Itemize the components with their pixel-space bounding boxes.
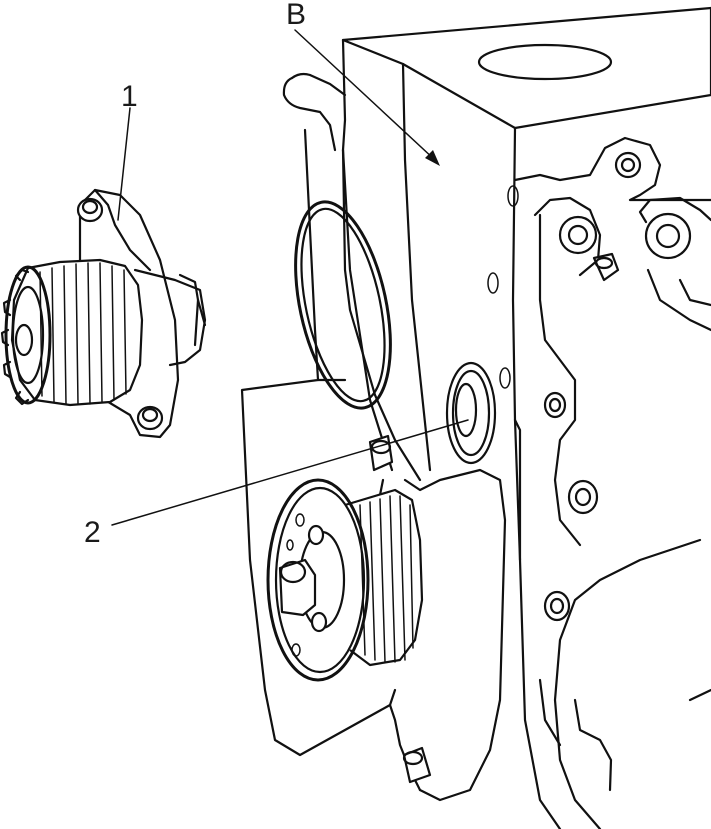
breather-pipe: [282, 72, 347, 152]
bolt-upper: [368, 434, 394, 472]
leader-line-2: [111, 419, 469, 526]
engine-block: [341, 6, 711, 829]
arrow-head-b: [425, 150, 440, 166]
callout-label-1: 1: [121, 80, 138, 113]
bolt-lower: [402, 746, 432, 784]
water-pump: [0, 188, 207, 439]
callout-label-2: 2: [84, 516, 101, 549]
leader-lines: [111, 29, 469, 526]
cover-plate: [240, 128, 522, 802]
shaft-seal: [445, 361, 497, 465]
callout-label-b: B: [286, 0, 306, 31]
leader-line-1: [117, 107, 131, 221]
leader-line-b: [294, 29, 436, 161]
crank-sprocket: [266, 478, 424, 682]
